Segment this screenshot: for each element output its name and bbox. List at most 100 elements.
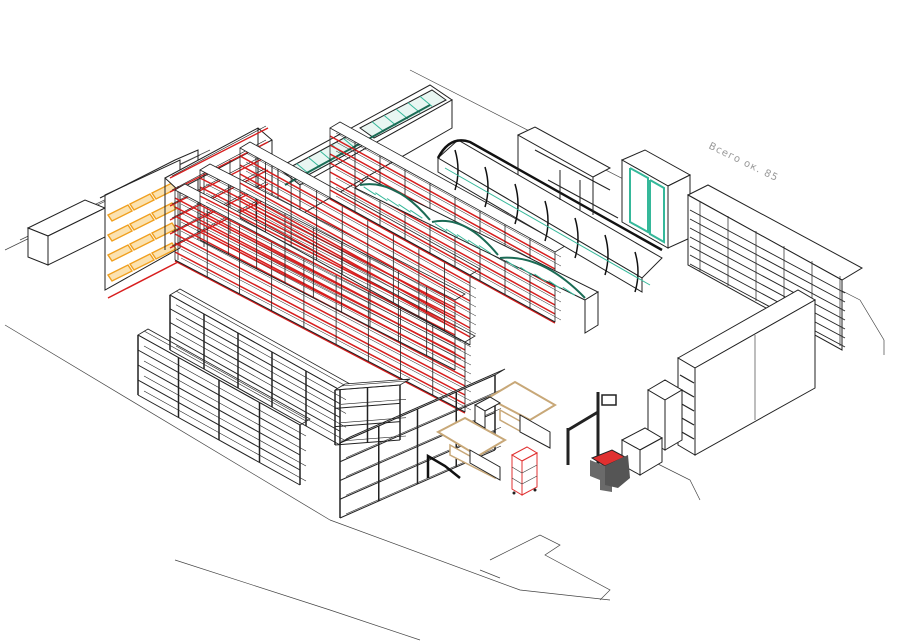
back-wall-counter	[26, 199, 107, 266]
gondola-shelf-edge	[174, 260, 466, 414]
wire-shelf-back	[345, 370, 502, 440]
chilled-glass-line	[363, 186, 376, 196]
chilled-glass-line	[386, 198, 400, 207]
fruit-tier	[128, 213, 156, 231]
gondola-shelf	[335, 186, 562, 312]
gondola-shelf-edge	[239, 200, 471, 329]
gondola-shelf	[245, 197, 477, 326]
gondola-shelf	[245, 179, 477, 308]
wire-top	[137, 328, 311, 426]
wire-shelf-back	[340, 380, 407, 387]
wire-shelving-front	[137, 288, 351, 486]
gondola-base	[329, 197, 556, 323]
gondola-shelf	[335, 195, 562, 321]
prep-tables	[516, 126, 619, 219]
chilled-glass-line	[434, 223, 448, 232]
right-shelf	[689, 236, 846, 321]
gondola-shelf-edge	[199, 231, 456, 363]
fruit-tier	[106, 224, 134, 242]
gondola-shelf-edge	[329, 144, 556, 270]
gondola-shelf	[205, 219, 462, 351]
gondola-shelf-edge	[239, 173, 471, 302]
gondola-shelf	[180, 248, 472, 402]
wire-shelf	[169, 322, 341, 418]
deli-rib	[484, 166, 489, 208]
gondola-shelf	[205, 228, 462, 360]
deli-service-counter	[436, 139, 663, 293]
deli-rib	[604, 234, 609, 276]
wire-shelf	[169, 294, 341, 391]
deli-rib	[574, 217, 579, 259]
chilled-glass-line	[520, 266, 533, 276]
gondola-shelf	[335, 150, 562, 276]
wire-shelf-back	[143, 375, 307, 467]
chilled-glass-line	[548, 280, 561, 290]
wire-shelf-back	[143, 345, 307, 437]
fruit-tier	[106, 264, 134, 282]
wire-shelf-back	[340, 435, 407, 442]
end-wall-unit	[677, 289, 816, 456]
freezer-glass-line	[383, 114, 397, 126]
right-shelf	[689, 254, 846, 339]
gondola-base	[174, 259, 466, 413]
wire-shelf-back	[340, 399, 407, 405]
gondola-shelf-edge	[199, 195, 456, 327]
entrance-cabinets	[620, 379, 683, 476]
wire-shelf-back	[143, 390, 307, 482]
deli-rib	[544, 200, 549, 242]
checkout-counters	[435, 380, 557, 481]
chilled-glass-line	[534, 273, 547, 283]
gondola-shelf	[205, 210, 462, 342]
fruit-tier	[106, 244, 134, 262]
gondola-shelf-edge	[199, 213, 456, 345]
end-shelf	[679, 374, 695, 384]
glass-door-fridge	[620, 149, 692, 249]
right-shelf	[689, 218, 846, 303]
gondola-shelf-edge	[329, 198, 556, 324]
wire-shelf-back	[175, 290, 347, 387]
chilled-glass-line	[445, 228, 459, 238]
wire-shelf-back	[175, 331, 347, 428]
gondola-shelf-edge	[239, 155, 471, 284]
chilled-glass-line	[478, 245, 492, 254]
fruit-tier	[106, 204, 134, 222]
gondola-shelf	[245, 161, 477, 290]
gondola-shelf-edge	[239, 209, 471, 338]
wall-label: Всего ок. 85	[707, 141, 780, 184]
wire-shelf-back	[143, 360, 307, 452]
right-shelf	[689, 209, 846, 294]
gondola-shelf	[245, 170, 477, 299]
gondola-shelf	[180, 239, 472, 393]
gondola-shelf	[335, 177, 562, 303]
gondola-shelf-edge	[199, 222, 456, 354]
right-shelf	[689, 263, 846, 348]
shelf-line	[171, 167, 267, 219]
gondola-shelf-edge	[329, 180, 556, 306]
fruit-vegetable-rack	[99, 149, 199, 299]
entrance-gate-left	[426, 453, 461, 479]
chilled-glass-line	[456, 234, 470, 243]
gondola-shelf-edge	[174, 251, 466, 405]
wire-shelf-back	[345, 389, 502, 459]
shelf-edge	[169, 169, 269, 221]
gondola-shelf-edge	[239, 182, 471, 311]
chilled-glass-line	[375, 192, 388, 202]
deli-glass-accent	[444, 167, 651, 286]
wire-shelf-back	[175, 345, 347, 442]
fruit-tier	[128, 253, 156, 271]
gondola-shelf	[180, 230, 472, 384]
gondola-base	[199, 239, 456, 371]
wire-shelf	[169, 349, 341, 446]
chilled-glass-line	[467, 239, 481, 249]
entrance-turnstile	[566, 392, 630, 492]
wire-shelf	[169, 335, 341, 432]
gondola-shelf-edge	[174, 233, 466, 387]
wire-shelf	[169, 308, 341, 405]
wire-top	[334, 378, 411, 391]
gondola-shelf-edge	[239, 164, 471, 293]
freezer-island	[277, 84, 453, 216]
chilled-glass-line	[410, 209, 423, 219]
fruit-tier	[128, 233, 156, 251]
entrance-sign	[601, 394, 617, 406]
